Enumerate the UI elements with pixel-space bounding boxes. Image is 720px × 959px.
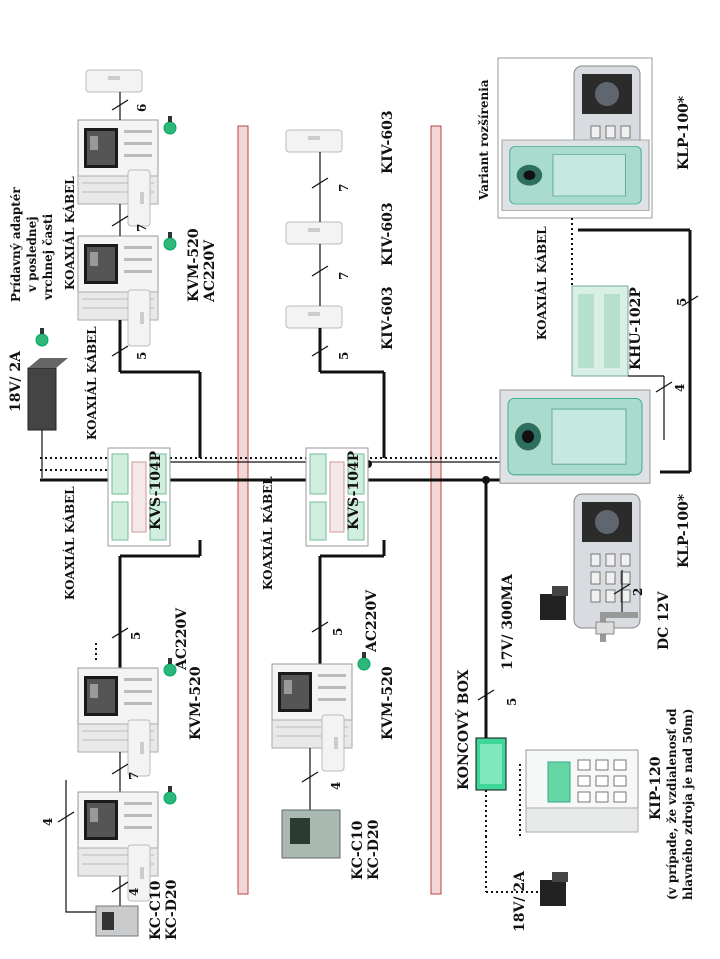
svg-text:4: 4 [329,782,343,790]
wire-marker-5-mid: 5 [311,621,345,636]
wire-marker-6: 6 [111,99,149,112]
kvs-label-2: KVS-104P [346,450,362,530]
kip-label: KIP-120 [648,756,664,820]
svg-text:5: 5 [135,352,149,360]
coax-label-right: KOAXIÁL KÁBEL [260,476,275,590]
kvs-label-1: KVS-104P [148,450,164,530]
svg-text:4: 4 [127,888,141,896]
adapter-note-2: v poslednej [25,216,39,293]
end-box-label: KONCOVÝ BOX [454,669,472,790]
kiv-label-2: KIV-603 [380,202,396,266]
klp-top-label: KLP-100* [676,95,692,170]
klp-100-main [573,493,641,629]
end-box [475,737,507,791]
handset-mid [321,714,345,772]
wire-marker-7-top: 7 [111,215,149,232]
wire-marker-5-top: 5 [111,345,149,360]
kiv-label-1: KIV-603 [380,110,396,174]
psu-top [27,327,68,478]
kip-note-2: hlavného zdroja je nad 50m) [681,709,695,900]
kiv-603-2 [285,221,343,245]
psu-top-label: 18V/ 2A [8,350,24,412]
svg-text:2: 2 [631,588,645,596]
psu-bottom-label: 18V/ 2A [512,870,528,932]
wire-marker-5-left: 5 [111,627,143,640]
dc12-label: DC 12V [656,590,672,650]
handset-left-1 [127,719,151,777]
kvm-ac-top-1: KVM-520 [186,228,202,302]
khu-102p [571,285,629,377]
wire-marker-7-kiv2: 7 [311,265,351,280]
separator-band-2 [430,125,442,895]
svg-text:7: 7 [135,224,149,232]
wire-marker-7-left: 7 [111,763,141,780]
separator-band-1 [237,125,249,895]
kiv-label-3: KIV-603 [380,286,396,350]
kiv-603-1 [285,129,343,153]
door-station-main [499,389,651,484]
svg-text:7: 7 [337,184,351,192]
svg-text:5: 5 [331,628,345,636]
handset-top-right [127,169,151,227]
wire-marker-7-kiv1: 7 [311,177,351,192]
coax-label-khu: KOAXIÁL KÁBEL [534,226,549,340]
khu-label: KHU-102P [628,287,644,370]
kc-c10-mid: KC-C10 [350,820,366,880]
svg-text:4: 4 [673,384,687,392]
kc-d20-mid: KC-D20 [366,819,382,880]
psu-17v-label: 17V/ 300MA [500,573,516,670]
kvm-mid-label: KVM-520 [380,666,396,740]
svg-text:5: 5 [129,632,143,640]
lock-12v [595,612,638,642]
adapter-note-3: vrchnej časti [41,213,55,301]
adapter-17v [540,586,568,620]
kiv-603-3 [285,305,343,329]
svg-text:4: 4 [41,818,55,826]
coax-label-left: KOAXIÁL KÁBEL [84,326,99,440]
kc-left [95,905,139,937]
handset-top-extra [85,69,143,93]
wire-marker-5-bus: 5 [477,689,519,706]
wire-marker-5-khu: 5 [675,295,699,307]
ac220v-mid: AC220V [364,589,380,653]
variant-label: Variant rozšírenia [477,79,491,201]
ac220v-left: AC220V [174,607,190,671]
coax-label-top: KOAXIÁL KÁBEL [62,176,77,290]
handset-top-mid [127,289,151,347]
wire-marker-4-outer: 4 [41,811,75,826]
kc-d20-left: KC-D20 [164,879,180,940]
kc-c10-left: KC-C10 [148,880,164,940]
wire-marker-2: 2 [613,583,645,596]
wire-marker-5-kiv3: 5 [311,345,351,360]
adapter-bottom [540,872,568,906]
kvm-left-label: KVM-520 [188,666,204,740]
door-station-top [501,139,650,211]
svg-text:5: 5 [505,698,519,706]
svg-text:7: 7 [127,772,141,780]
kvm-ac-top-2: AC220V [202,239,218,303]
wire-marker-4-left: 4 [111,881,141,896]
coax-label-mid: KOAXIÁL KÁBEL [62,486,77,600]
kip-120 [525,749,639,833]
svg-text:6: 6 [135,104,149,112]
klp-main-label: KLP-100* [676,493,692,568]
wire-marker-4-right: 4 [655,381,687,393]
svg-text:5: 5 [675,298,689,306]
wire-marker-4-mid: 4 [301,771,343,790]
kip-note-1: (v prípade, že vzdialenosť od [665,708,679,900]
adapter-note-1: Prídavný adaptér [9,187,23,302]
svg-text:5: 5 [337,352,351,360]
svg-text:7: 7 [337,272,351,280]
